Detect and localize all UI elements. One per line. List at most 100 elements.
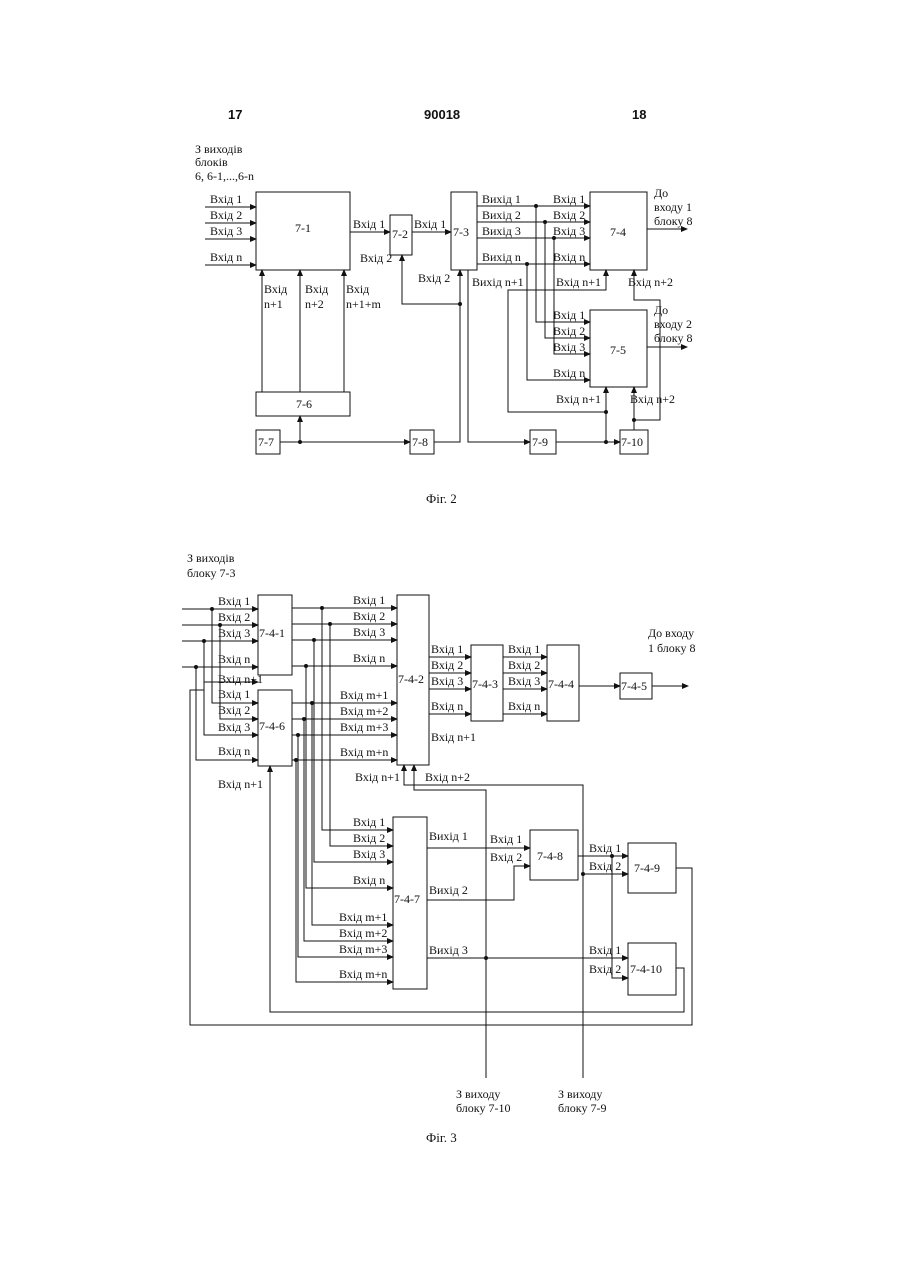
- fig2-71-inn: Вхід n: [210, 250, 242, 264]
- fig2-75-in3: Вхід 3: [553, 340, 585, 354]
- block-7-9-label: 7-9: [532, 435, 548, 449]
- block-7-8-label: 7-8: [412, 435, 428, 449]
- block-7-4-10-label: 7-4-10: [630, 962, 662, 976]
- fig3-742-inn1: Вхід n+1: [355, 770, 400, 784]
- block-7-1-label: 7-1: [295, 221, 311, 235]
- fig2-75-in1: Вхід 1: [553, 308, 585, 322]
- block-7-3-label: 7-3: [453, 225, 469, 239]
- block-7-6-label: 7-6: [296, 397, 312, 411]
- fig3-src2-line2: блоку 7-9: [558, 1101, 606, 1115]
- fig2-73-outn1: Вихід n+1: [472, 275, 524, 289]
- fig2-74-inn1: Вхід n+1: [556, 275, 601, 289]
- fig3-748-in2: Вхід 2: [490, 850, 522, 864]
- fig3-743-in3: Вхід 3: [431, 674, 463, 688]
- fig2-73-outn: Вихід n: [482, 250, 521, 264]
- fig2-source-line2: блоків: [195, 155, 228, 169]
- block-7-4-3-label: 7-4-3: [472, 677, 498, 691]
- block-7-4-7-label: 7-4-7: [394, 892, 420, 906]
- fig3-747-in3: Вхід 3: [353, 847, 385, 861]
- fig3-source-line1: З виходів: [187, 551, 235, 565]
- fig3-742-inn2: Вхід n+2: [425, 770, 470, 784]
- block-7-4-1-label: 7-4-1: [259, 626, 285, 640]
- fig2-dest75-3: блоку 8: [654, 331, 692, 345]
- fig3-741-in1: Вхід 1: [218, 594, 250, 608]
- fig3-744-in2: Вхід 2: [508, 658, 540, 672]
- fig3-747-out1: Вихід 1: [429, 829, 468, 843]
- fig3-742-in1: Вхід 1: [353, 593, 385, 607]
- fig2-71-bottom2b: n+2: [305, 297, 324, 311]
- fig3-742-in3: Вхід 3: [353, 625, 385, 639]
- fig2-source-line3: 6, 6-1,...,6-n: [195, 169, 254, 183]
- fig2-74-in1: Вхід 1: [553, 192, 585, 206]
- fig2-74-in3: Вхід 3: [553, 224, 585, 238]
- fig2-75-inn: Вхід n: [553, 366, 585, 380]
- fig3-dest-2: 1 блоку 8: [648, 641, 695, 655]
- fig3-743-in1: Вхід 1: [431, 642, 463, 656]
- fig3-741-inn1: Вхід n+1: [218, 672, 263, 686]
- fig3-744-in3: Вхід 3: [508, 674, 540, 688]
- fig3-744-in1: Вхід 1: [508, 642, 540, 656]
- fig3-744-inn: Вхід n: [508, 699, 540, 713]
- fig3-747-in2: Вхід 2: [353, 831, 385, 845]
- figure-3: З виходів блоку 7-3 7-4-1 7-4-6 7-4-2 7-…: [182, 551, 695, 1145]
- fig3-src1-line2: блоку 7-10: [456, 1101, 510, 1115]
- fig2-73-in2: Вхід 2: [418, 271, 450, 285]
- fig2-72-in1: Вхід 1: [353, 217, 385, 231]
- fig3-748-in1: Вхід 1: [490, 832, 522, 846]
- block-7-4-6-label: 7-4-6: [259, 719, 285, 733]
- fig2-73-out1: Вихід 1: [482, 192, 521, 206]
- fig3-743-in2: Вхід 2: [431, 658, 463, 672]
- block-7-4-label: 7-4: [610, 225, 626, 239]
- block-7-2-label: 7-2: [392, 227, 408, 241]
- fig2-71-bottom1b: n+1: [264, 297, 283, 311]
- fig2-71-in1: Вхід 1: [210, 192, 242, 206]
- block-7-4-9-label: 7-4-9: [634, 861, 660, 875]
- fig3-746-inn1: Вхід n+1: [218, 777, 263, 791]
- fig2-source-line1: З виходів: [195, 142, 243, 156]
- fig3-746-in2: Вхід 2: [218, 703, 250, 717]
- fig3-746-in3: Вхід 3: [218, 720, 250, 734]
- fig3-741-in2: Вхід 2: [218, 610, 250, 624]
- fig2-71-in3: Вхід 3: [210, 224, 242, 238]
- fig3-747-out2: Вихід 2: [429, 883, 468, 897]
- fig3-747-inmn: Вхід m+n: [339, 967, 387, 981]
- fig3-747-in1: Вхід 1: [353, 815, 385, 829]
- fig3-7410-in1: Вхід 1: [589, 943, 621, 957]
- figure-2: З виходів блоків 6, 6-1,...,6-n 7-1 7-2 …: [195, 142, 692, 506]
- fig2-73-in1: Вхід 1: [414, 217, 446, 231]
- fig2-74-inn2: Вхід n+2: [628, 275, 673, 289]
- fig3-747-out3: Вихід 3: [429, 943, 468, 957]
- fig2-dest75-1: До: [654, 303, 668, 317]
- fig3-747-inm3: Вхід m+3: [339, 942, 387, 956]
- fig3-742-in2: Вхід 2: [353, 609, 385, 623]
- fig3-746-in1: Вхід 1: [218, 687, 250, 701]
- fig2-caption: Фіг. 2: [426, 491, 457, 506]
- fig3-746-inn: Вхід n: [218, 744, 250, 758]
- fig3-742-inmn: Вхід m+n: [340, 745, 388, 759]
- fig2-74-in2: Вхід 2: [553, 208, 585, 222]
- block-7-10-label: 7-10: [621, 435, 643, 449]
- fig3-743-inn1: Вхід n+1: [431, 730, 476, 744]
- block-7-4-2-label: 7-4-2: [398, 672, 424, 686]
- fig3-dest-1: До входу: [648, 626, 694, 640]
- fig3-741-inn: Вхід n: [218, 652, 250, 666]
- fig3-src2-line1: З виходу: [558, 1087, 602, 1101]
- fig3-747-inn: Вхід n: [353, 873, 385, 887]
- fig2-75-inn1: Вхід n+1: [556, 392, 601, 406]
- fig3-741-in3: Вхід 3: [218, 626, 250, 640]
- fig2-75-in2: Вхід 2: [553, 324, 585, 338]
- block-7-5-label: 7-5: [610, 343, 626, 357]
- fig3-7410-in2: Вхід 2: [589, 962, 621, 976]
- block-7-7-label: 7-7: [258, 435, 274, 449]
- fig2-74-inn: Вхід n: [553, 250, 585, 264]
- block-7-4-5-label: 7-4-5: [621, 679, 647, 693]
- fig2-75-inn2: Вхід n+2: [630, 392, 675, 406]
- fig2-73-out3: Вихід 3: [482, 224, 521, 238]
- block-7-4-4-label: 7-4-4: [548, 677, 574, 691]
- fig3-747-inm1: Вхід m+1: [339, 910, 387, 924]
- fig3-749-in1: Вхід 1: [589, 841, 621, 855]
- fig2-71-bottom3b: n+1+m: [346, 297, 382, 311]
- fig3-749-in2: Вхід 2: [589, 859, 621, 873]
- fig3-742-inn: Вхід n: [353, 651, 385, 665]
